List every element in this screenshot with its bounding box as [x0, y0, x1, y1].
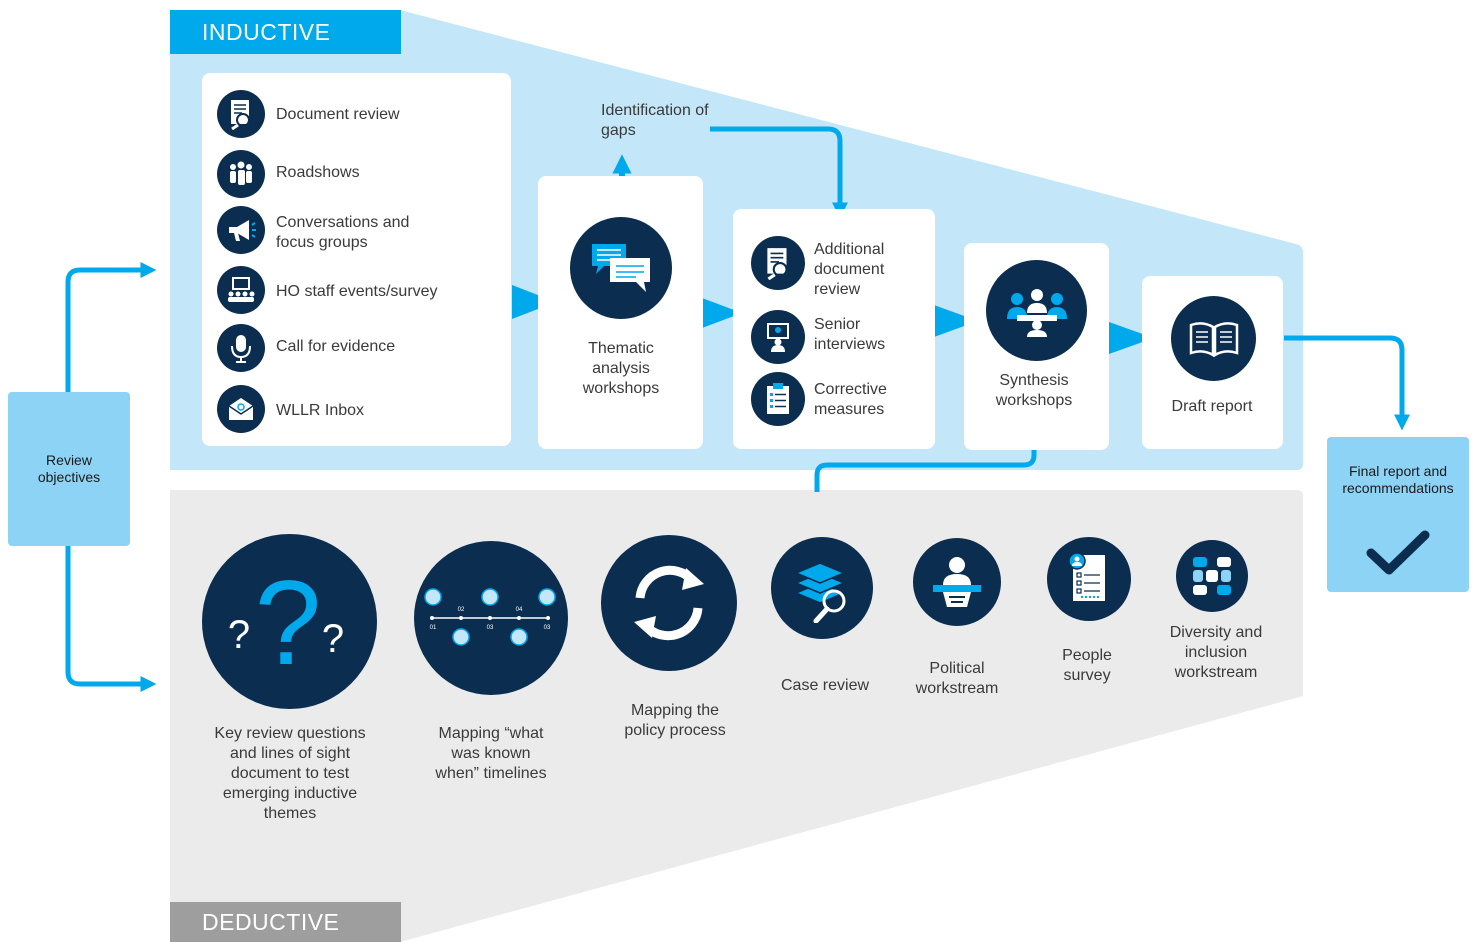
draft-report-label: Draft report	[1171, 398, 1253, 415]
thematic-label: Thematic analysis workshops	[582, 340, 660, 397]
synthesis-label: Synthesis workshops	[995, 372, 1073, 409]
connector-gaps-to-additional	[710, 126, 849, 219]
deductive-label-timelines: Mapping “what was known when” timelines	[435, 725, 547, 782]
flow-arrow-3	[934, 305, 978, 337]
deductive-label-people-survey: People survey	[1062, 647, 1112, 684]
evidence-label-wllr-inbox: WLLR Inbox	[276, 402, 365, 419]
deductive-label-key-review: Key review questions and lines of sight …	[214, 725, 366, 822]
evidence-sources-card	[202, 73, 511, 446]
deductive-label: DEDUCTIVE	[202, 908, 340, 935]
evidence-label-call-for-evidence: Call for evidence	[276, 338, 396, 355]
review-objectives-label: Review objectives	[37, 452, 101, 485]
speaker-podium-icon	[913, 538, 1001, 626]
timeline-tick-bottom-1: 01	[430, 625, 437, 631]
additional-document-review-icon	[751, 236, 805, 290]
svg-text:?: ?	[322, 617, 344, 661]
connector-to-deductive	[65, 546, 157, 693]
final-report-label: Final report and recommendations	[1342, 463, 1454, 496]
timeline-icon: 02 04 01 03 03	[414, 541, 568, 695]
evidence-label-roadshows: Roadshows	[276, 164, 360, 181]
meeting-table-icon	[986, 260, 1087, 361]
interview-icon	[751, 310, 805, 364]
clipboard-checklist-icon	[751, 372, 805, 426]
svg-text:?: ?	[228, 613, 250, 657]
review-objectives-box: Review objectives	[8, 392, 130, 546]
checkmark-icon	[1366, 530, 1430, 575]
deductive-tag: DEDUCTIVE	[170, 902, 401, 942]
additional-label-senior-interviews: Senior interviews	[814, 316, 886, 353]
microphone-icon	[217, 324, 265, 372]
deductive-label-diversity: Diversity and inclusion workstream	[1169, 624, 1263, 681]
survey-form-icon	[1047, 537, 1131, 621]
flow-arrow-2	[702, 298, 742, 328]
speech-bubbles-icon	[570, 217, 672, 319]
final-report-box: Final report and recommendations	[1327, 437, 1469, 592]
svg-text:?: ?	[255, 556, 322, 690]
timeline-tick-bottom-3: 03	[544, 625, 551, 631]
evidence-label-document-review: Document review	[276, 106, 400, 123]
connector-to-inductive	[65, 261, 157, 392]
email-icon	[217, 385, 265, 433]
flow-arrow-1	[512, 285, 556, 319]
connector-deductive-to-synthesis	[814, 417, 1043, 492]
connector-draft-to-final	[1284, 335, 1411, 431]
flow-arrow-4	[1109, 322, 1154, 354]
identification-gaps-label: Identification of gaps	[601, 102, 709, 139]
additional-label-document-review: Additional document review	[814, 241, 885, 298]
question-marks-icon: ? ? ?	[202, 534, 377, 709]
inductive-label: INDUCTIVE	[202, 18, 331, 45]
timeline-tick-bottom-2: 03	[487, 625, 494, 631]
evidence-label-ho-staff: HO staff events/survey	[276, 283, 438, 300]
books-magnifier-icon	[771, 537, 873, 639]
open-book-icon	[1171, 296, 1256, 381]
deductive-label-political: Political workstream	[915, 660, 999, 697]
audience-screen-icon	[217, 266, 265, 314]
diverse-hands-icon	[1176, 540, 1248, 612]
inductive-tag: INDUCTIVE	[170, 10, 401, 54]
timeline-tick-top-2: 04	[516, 607, 523, 613]
timeline-tick-top-1: 02	[458, 607, 465, 613]
additional-label-corrective-measures: Corrective measures	[814, 381, 887, 418]
deductive-label-case-review: Case review	[780, 677, 870, 694]
deductive-label-policy-process: Mapping the policy process	[624, 702, 726, 739]
megaphone-icon	[217, 206, 265, 254]
evidence-label-conversations: Conversations and focus groups	[276, 214, 410, 251]
document-review-icon	[217, 90, 265, 138]
people-group-icon	[217, 150, 265, 198]
cycle-arrows-icon	[601, 535, 737, 671]
